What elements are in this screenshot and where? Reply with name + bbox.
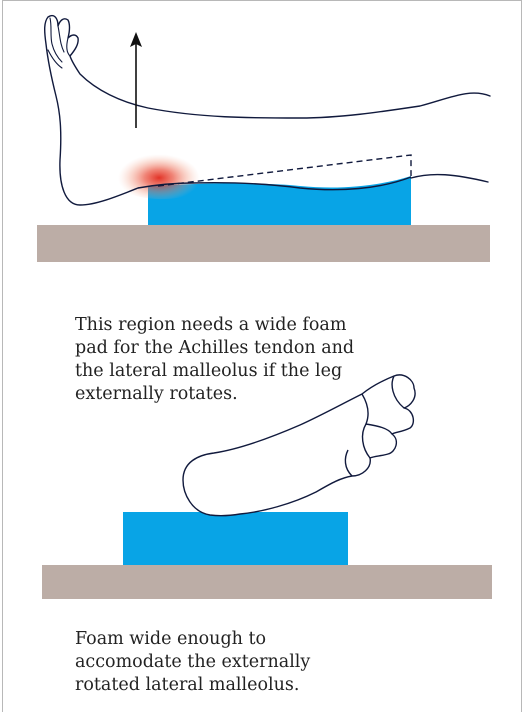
leg-foot-outline	[45, 16, 490, 205]
surface-bottom	[42, 565, 492, 599]
caption-achilles-region: This region needs a wide foam pad for th…	[75, 314, 375, 406]
arrow-up-icon	[130, 32, 142, 128]
surface-top	[37, 225, 490, 262]
pressure-zone	[118, 152, 200, 199]
toe-details	[48, 18, 70, 68]
caption-foam-width: Foam wide enough to accomodate the exter…	[75, 628, 375, 697]
foam-pad-bottom	[123, 512, 348, 565]
